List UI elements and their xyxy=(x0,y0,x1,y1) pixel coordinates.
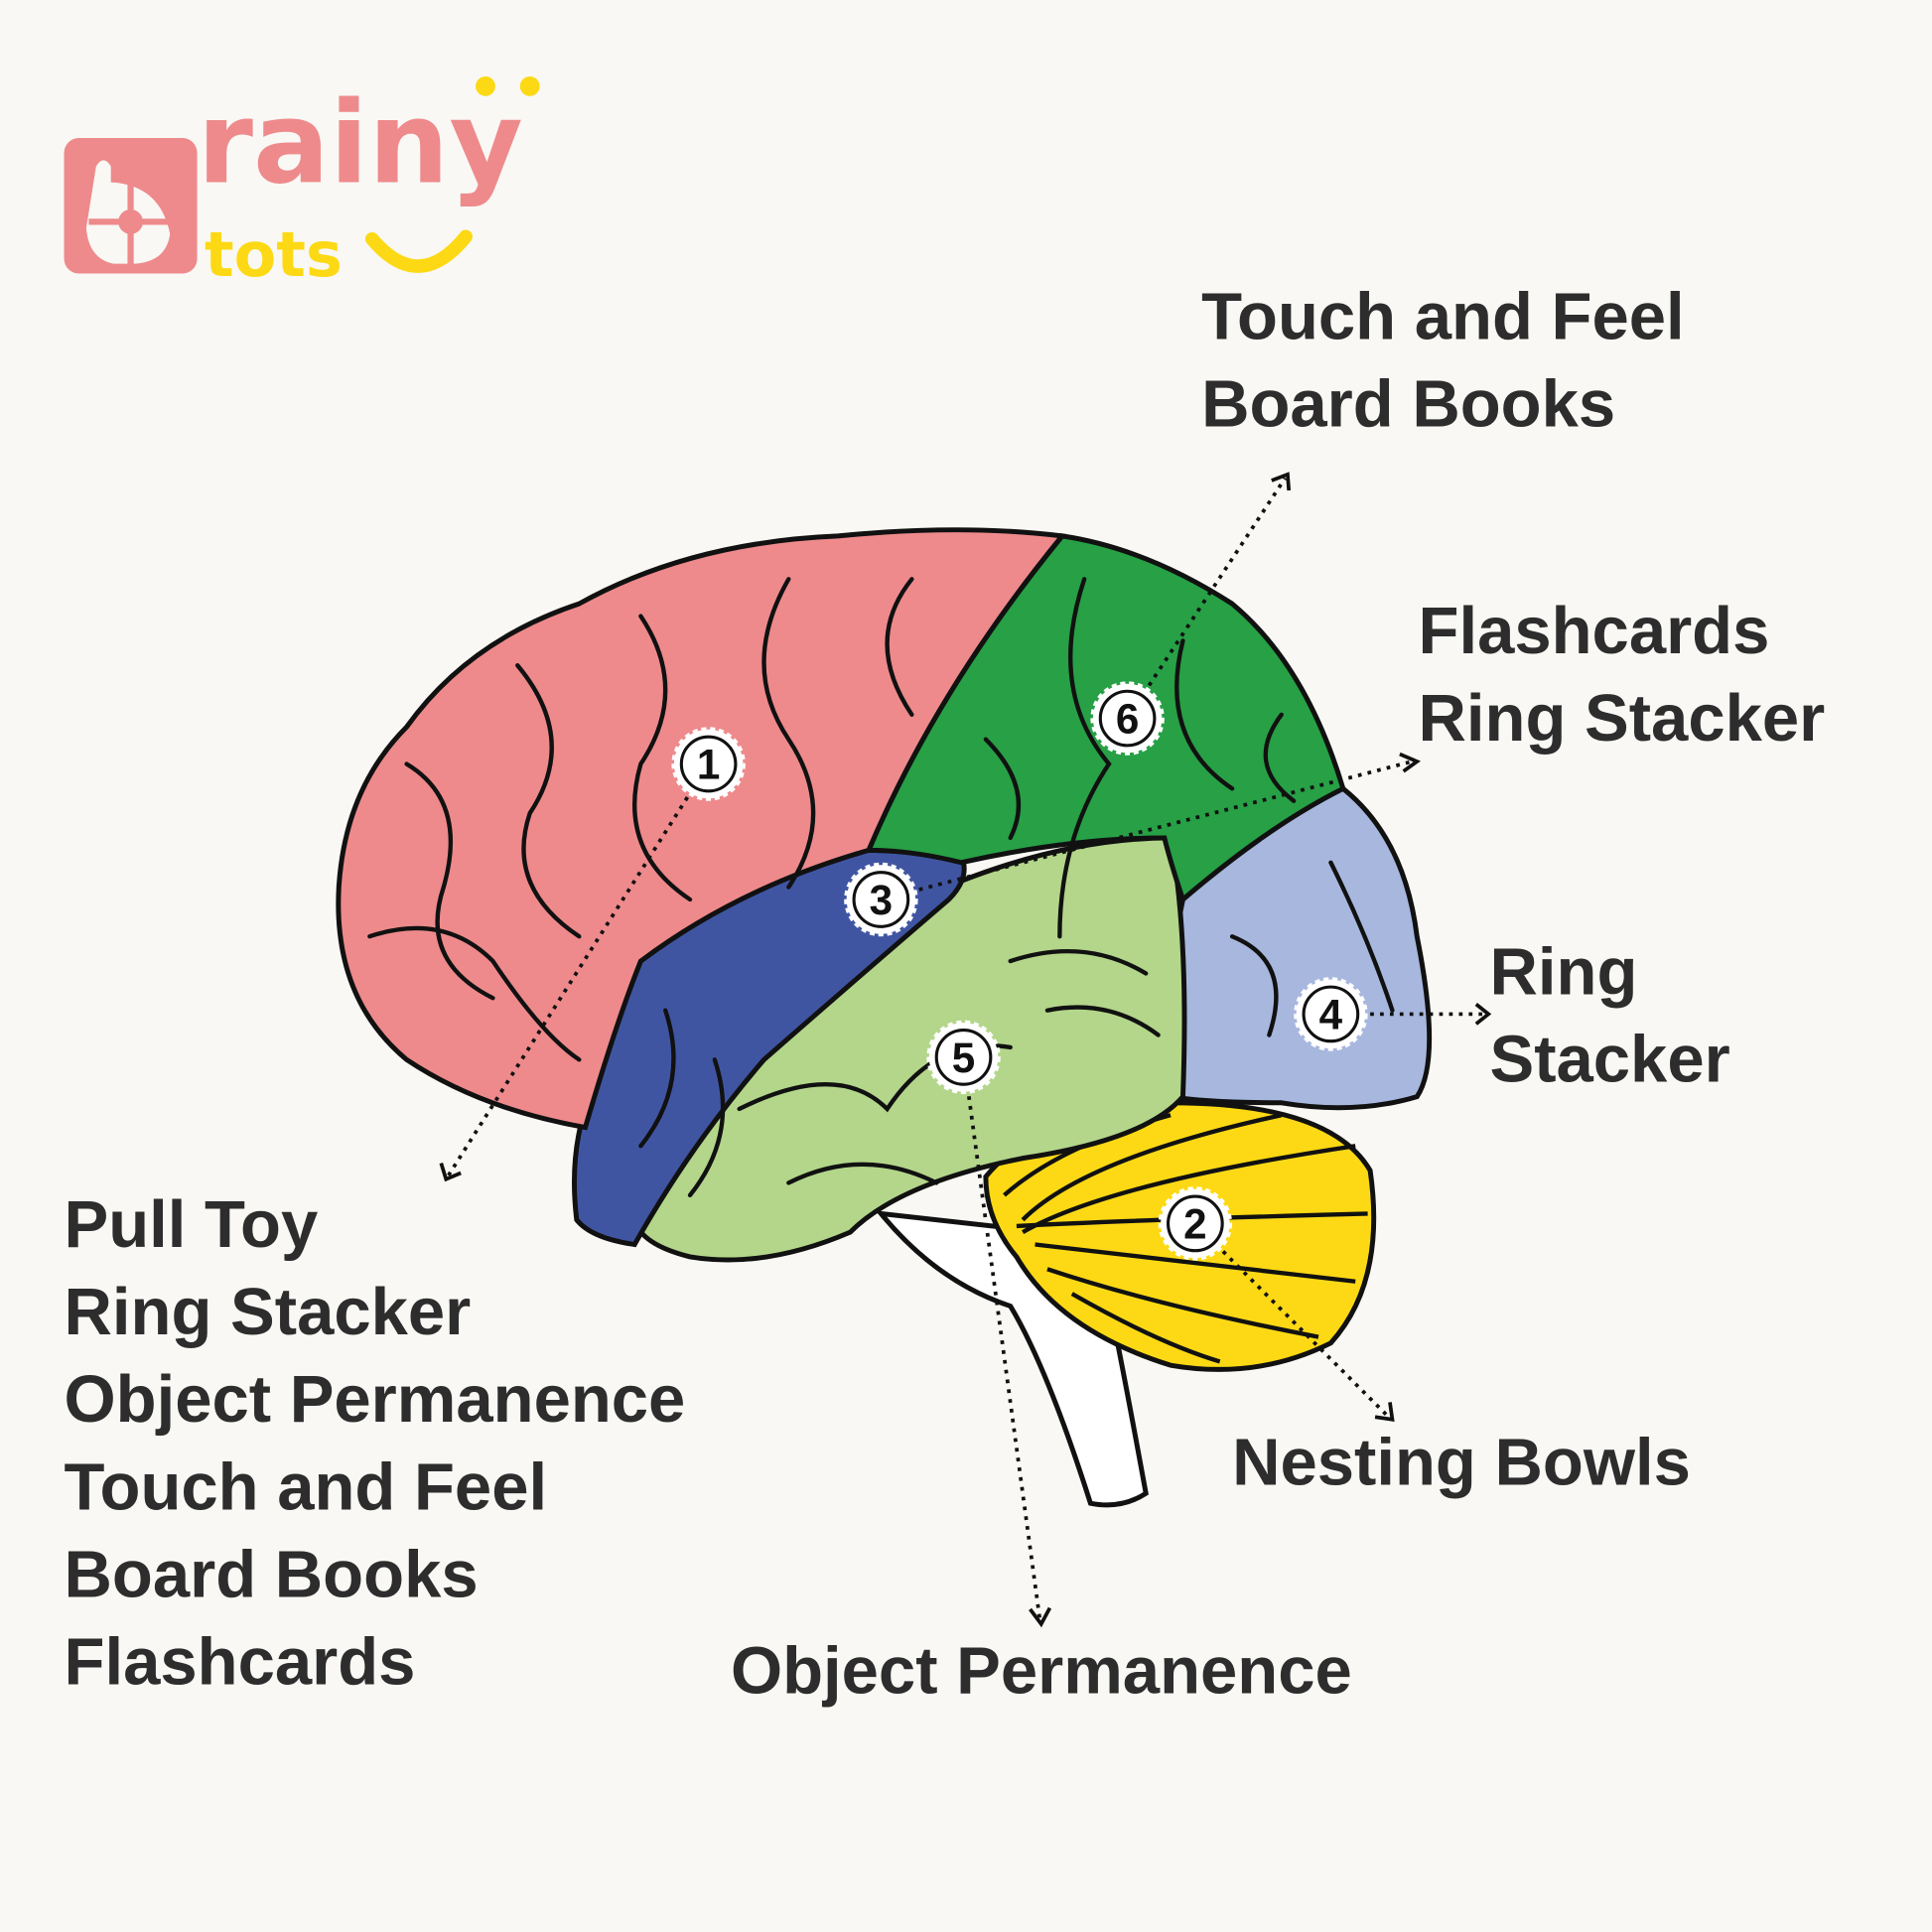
label-line: Stacker xyxy=(1489,1023,1730,1097)
marker-1: 1 xyxy=(671,727,746,801)
marker-number: 6 xyxy=(1116,695,1139,742)
label-left-list: Pull Toy Ring Stacker Object Permanence … xyxy=(65,1181,686,1707)
dotted-arrows xyxy=(444,477,1484,1621)
label-line: Touch and Feel xyxy=(1201,279,1685,354)
arrowheads xyxy=(439,472,1492,1628)
arrow-1 xyxy=(444,762,711,1180)
marker-number: 2 xyxy=(1183,1200,1206,1247)
marker-number: 1 xyxy=(697,741,720,787)
label-line: Object Permanence xyxy=(730,1633,1352,1709)
arrow-5 xyxy=(961,1056,1042,1621)
logo-rainy: rainy xyxy=(198,77,523,209)
label-line: Pull Toy xyxy=(64,1187,319,1262)
label-line: Touch and Feel xyxy=(64,1449,548,1525)
label-mid-right: Flashcards Ring Stacker xyxy=(1419,588,1826,762)
label-line: Flashcards xyxy=(64,1625,416,1700)
marker-5: 5 xyxy=(926,1020,1001,1095)
label-top-right: Touch and Feel Board Books xyxy=(1201,274,1685,449)
label-bottom: Object Permanence xyxy=(731,1627,1352,1715)
label-right: Ring Stacker xyxy=(1489,929,1729,1104)
marker-6: 6 xyxy=(1090,681,1165,756)
marker-4: 4 xyxy=(1294,977,1368,1051)
frontal-region xyxy=(336,527,1067,1131)
label-line: Ring Stacker xyxy=(1418,681,1826,756)
label-line: Board Books xyxy=(1201,366,1616,442)
label-line: Ring xyxy=(1489,934,1638,1010)
arrow-3 xyxy=(880,759,1413,901)
arrow-2 xyxy=(1193,1222,1391,1419)
marker-number: 4 xyxy=(1319,991,1343,1037)
marker-number: 5 xyxy=(952,1035,975,1081)
label-line: Board Books xyxy=(64,1537,479,1612)
marker-2: 2 xyxy=(1158,1186,1233,1261)
marker-3: 3 xyxy=(844,862,918,937)
brainy-tots-logo: rainy tots xyxy=(64,75,540,291)
label-line: Nesting Bowls xyxy=(1232,1425,1691,1500)
label-line: Ring Stacker xyxy=(64,1275,472,1350)
label-line: Flashcards xyxy=(1418,594,1770,668)
marker-number: 3 xyxy=(870,877,893,923)
label-line: Object Permanence xyxy=(64,1362,686,1438)
label-nesting: Nesting Bowls xyxy=(1232,1420,1691,1507)
logo-tots: tots xyxy=(205,218,343,291)
gyri-lines xyxy=(367,577,1395,1198)
arrow-6 xyxy=(1126,477,1288,720)
